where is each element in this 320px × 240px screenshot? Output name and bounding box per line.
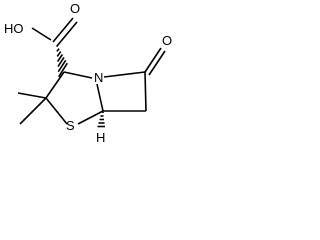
atom-label-sulfur: S — [66, 118, 75, 133]
bond-c7-o-double-1 — [144, 47, 162, 73]
bond-c3-c2 — [45, 71, 65, 99]
bond-n-c5 — [96, 83, 104, 112]
bond-n-c7 — [103, 71, 146, 78]
bond-c3-n — [63, 71, 93, 79]
bond-c7-o-double-2 — [148, 50, 166, 76]
bond-c-oh — [31, 27, 52, 41]
hashed-wedge-bond-hydrogen — [97, 112, 105, 128]
bond-c2-s — [45, 97, 68, 125]
bond-c-o-double-2 — [56, 21, 78, 47]
atom-label-hydroxyl: HO — [4, 21, 24, 36]
atom-label-lactam-oxygen: O — [162, 33, 172, 48]
bond-methyl-lower — [19, 97, 47, 125]
bond-s-c5 — [77, 110, 104, 125]
molecule-structure: HO O N S O H — [4, 1, 172, 145]
bond-methyl-upper — [17, 92, 47, 99]
atom-label-carboxyl-oxygen: O — [70, 1, 80, 16]
hashed-wedge-bond-carboxyl — [55, 45, 68, 78]
bond-c7-c6 — [144, 71, 147, 112]
bond-c-o-double-1 — [52, 17, 74, 43]
atom-label-bridgehead-hydrogen: H — [96, 130, 105, 145]
atom-label-nitrogen: N — [94, 70, 103, 85]
